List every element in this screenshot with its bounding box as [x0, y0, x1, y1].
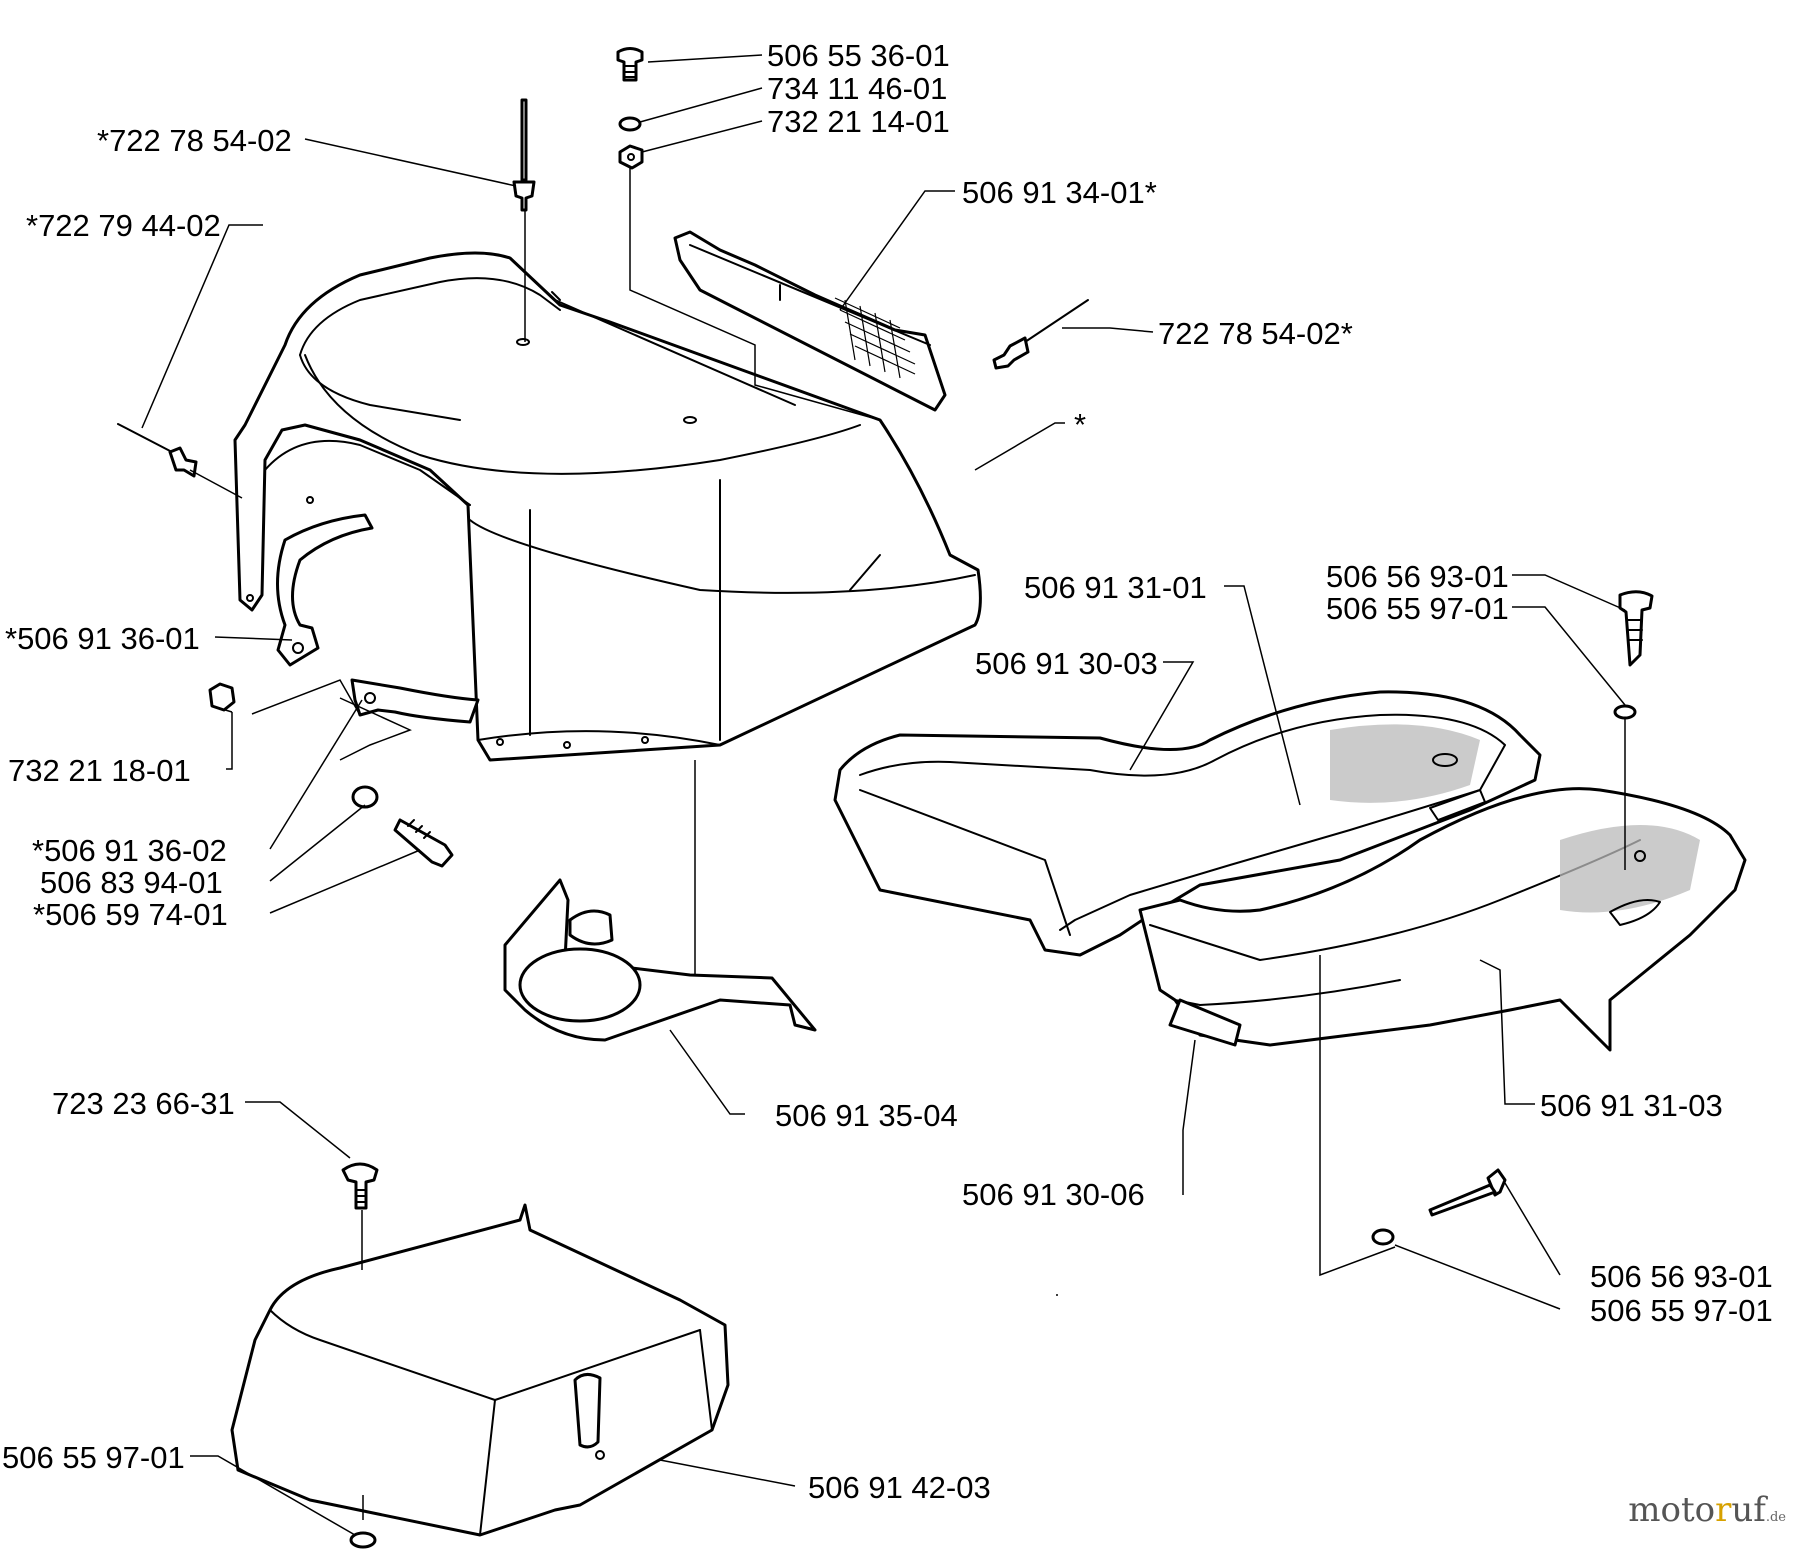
callout-label: 723 23 66-31	[52, 1086, 235, 1121]
push-pin-left-top	[512, 98, 536, 212]
hood-cover	[233, 251, 982, 762]
callout-labels: 506 55 36-01 734 11 46-01 732 21 14-01 *…	[2, 38, 1773, 1505]
callout-label: *506 59 74-01	[33, 897, 228, 932]
callout-label: 506 55 36-01	[767, 38, 950, 73]
knob-screw-right	[1618, 590, 1654, 667]
callout-label: 732 21 14-01	[767, 104, 950, 139]
callout-label: 506 91 30-03	[975, 646, 1158, 681]
washer-top	[618, 116, 642, 132]
callout-label: 506 55 97-01	[2, 1440, 185, 1475]
callout-label: 506 55 97-01	[1326, 591, 1509, 626]
seat-pan-front	[833, 690, 1542, 957]
callout-label: 506 91 31-01	[1024, 570, 1207, 605]
screw-right-lower	[1428, 1168, 1507, 1217]
washer-right-lower	[1371, 1228, 1395, 1246]
knob-screw-battery	[341, 1162, 379, 1210]
watermark-suffix: .de	[1765, 1510, 1786, 1525]
washer-left	[351, 785, 379, 809]
callout-label: 506 91 35-04	[775, 1098, 958, 1133]
callout-label: *506 91 36-02	[32, 833, 227, 868]
callout-label: 506 55 97-01	[1590, 1293, 1773, 1328]
push-pin-left-side	[117, 423, 198, 478]
washer-right	[1613, 704, 1637, 720]
strap-bracket-upper	[276, 513, 374, 667]
knob-screw-top	[616, 47, 644, 82]
callout-label: 506 56 93-01	[1590, 1259, 1773, 1294]
callout-label: *506 91 36-01	[5, 621, 200, 656]
callout-label: *722 78 54-02	[97, 123, 292, 158]
strap-bracket-lower	[350, 678, 480, 724]
callout-label: *	[1074, 407, 1086, 442]
watermark-logo: motoruf.de	[1628, 1490, 1786, 1530]
callout-label: 506 56 93-01	[1326, 559, 1509, 594]
watermark-rest: uf	[1731, 1490, 1766, 1530]
watermark-dot: r	[1715, 1490, 1732, 1530]
callout-label: 732 21 18-01	[8, 753, 191, 788]
washer-battery	[349, 1531, 377, 1549]
leader-lines	[141, 54, 1626, 1536]
callout-label: *722 79 44-02	[26, 208, 221, 243]
callout-label: 506 91 42-03	[808, 1470, 991, 1505]
callout-label: 506 91 31-03	[1540, 1088, 1723, 1123]
callout-label: 734 11 46-01	[767, 71, 947, 106]
watermark-brand: moto	[1628, 1490, 1716, 1530]
bolt-left	[393, 818, 454, 868]
callout-label: 506 91 34-01*	[962, 175, 1157, 210]
chute-lower	[503, 878, 817, 1042]
nut-top	[618, 144, 644, 170]
battery-cover	[230, 1203, 730, 1537]
callout-label: 506 91 30-06	[962, 1177, 1145, 1212]
push-pin-right	[992, 299, 1089, 370]
callout-label: 506 83 94-01	[40, 865, 223, 900]
seat-rear	[1138, 787, 1747, 1052]
callout-label: 722 78 54-02*	[1158, 316, 1353, 351]
grille-panel	[673, 230, 947, 412]
